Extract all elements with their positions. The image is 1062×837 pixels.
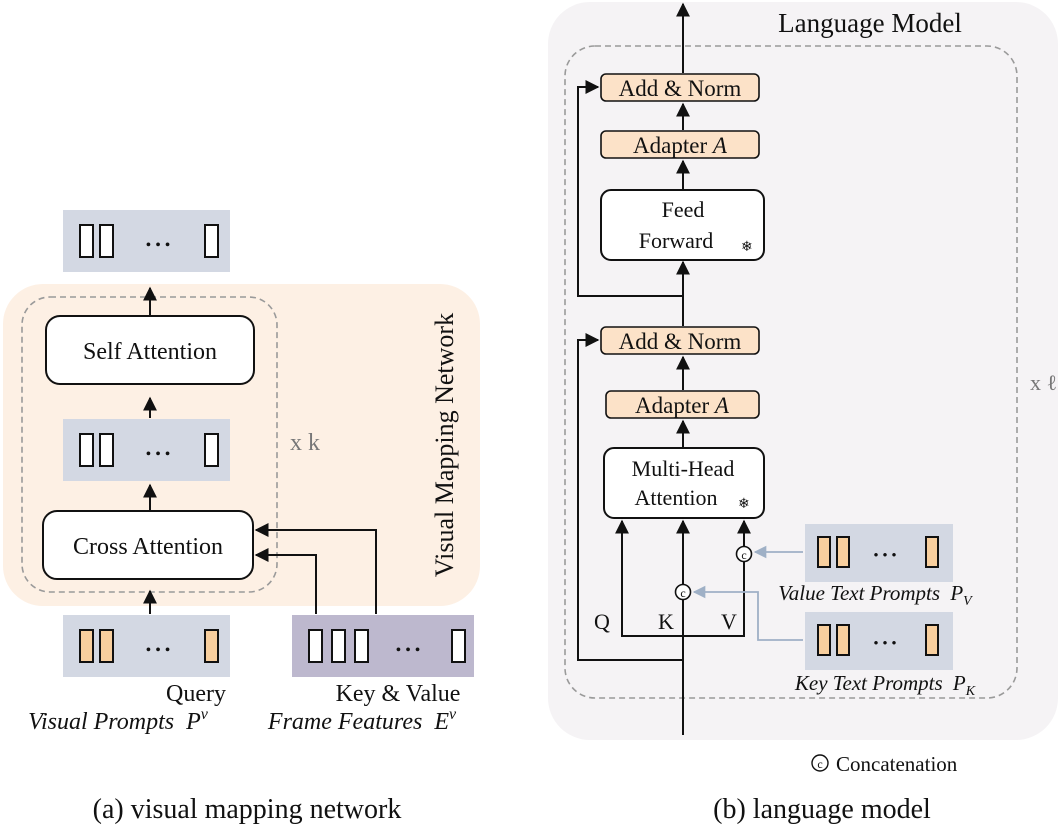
visual-mapping-network: Visual Mapping Network x k • • • Self At…	[3, 210, 480, 825]
self-attention-label: Self Attention	[83, 339, 217, 365]
multi-head-attention-box	[603, 447, 765, 519]
token	[204, 433, 219, 467]
query-label: Query	[166, 681, 226, 707]
concat-legend: c Concatenation	[811, 752, 958, 776]
caption-b: (b) language model	[713, 794, 931, 825]
mha-line1: Multi-Head	[632, 456, 735, 481]
value-prompts-label: Value Text Prompts PV	[778, 581, 973, 609]
feed-forward-box	[600, 189, 765, 261]
token	[836, 536, 850, 568]
token	[79, 224, 94, 258]
adapter-top	[600, 130, 760, 159]
vmn-title: Visual Mapping Network	[430, 313, 459, 577]
feed-forward-line1: Feed	[662, 197, 705, 222]
lm-background	[548, 2, 1058, 740]
token-ellipsis: • • •	[146, 642, 171, 659]
token	[308, 629, 323, 663]
visual-prompts-label: Visual Prompts Pv	[28, 706, 209, 735]
lm-repeat-label: x ℓ	[1030, 370, 1057, 395]
token	[99, 433, 114, 467]
adapter-top-label: Adapter A	[633, 133, 728, 158]
add-norm-top	[600, 73, 760, 102]
token	[79, 629, 94, 663]
mha-line2: Attention	[634, 485, 717, 510]
adapter-bottom-label: Adapter A	[635, 393, 730, 418]
value-prompt-strip: • • •	[805, 524, 953, 582]
legend-label: Concatenation	[836, 752, 958, 776]
token-ellipsis: • • •	[396, 642, 421, 659]
token	[204, 629, 219, 663]
token	[99, 629, 114, 663]
token	[354, 629, 369, 663]
frame-features-label: Frame Features Ev	[267, 706, 457, 735]
cross-attention-box	[42, 510, 254, 580]
vmn-repeat-label: x k	[290, 430, 320, 456]
token-ellipsis: • • •	[873, 548, 896, 564]
adapter-bottom	[605, 390, 760, 419]
svg-text:c: c	[680, 586, 685, 600]
add-norm-bottom-label: Add & Norm	[619, 329, 742, 354]
add-norm-bottom	[600, 326, 760, 355]
caption-a: (a) visual mapping network	[93, 794, 402, 825]
frame-feature-strip: • • •	[292, 615, 474, 677]
feed-forward-line2: Forward	[639, 228, 714, 253]
svg-text:c: c	[817, 757, 822, 771]
cross-attention-label: Cross Attention	[73, 534, 223, 560]
kv-label: Key & Value	[336, 681, 461, 707]
add-norm-top-label: Add & Norm	[619, 76, 742, 101]
frozen-icon: ❄	[738, 497, 750, 512]
token	[817, 624, 831, 656]
token	[925, 536, 939, 568]
token	[817, 536, 831, 568]
token	[79, 433, 94, 467]
token-ellipsis: • • •	[873, 636, 896, 652]
concat-k: c	[674, 583, 692, 601]
self-attention-box	[45, 315, 255, 385]
hidden-token-strip: • • •	[63, 419, 230, 481]
key-prompt-strip: • • •	[805, 612, 953, 670]
q-label: Q	[594, 609, 610, 634]
lm-title: Language Model	[778, 8, 962, 38]
token	[99, 224, 114, 258]
token-ellipsis: • • •	[146, 237, 171, 254]
token	[451, 629, 466, 663]
key-prompts-label: Key Text Prompts PK	[794, 671, 976, 699]
concat-v: c	[735, 545, 753, 563]
lm-repeat-region	[564, 45, 1018, 699]
language-model: Language Model x ℓ Add & Norm Adapter A …	[548, 2, 1058, 825]
k-label: K	[658, 609, 674, 634]
token-ellipsis: • • •	[146, 446, 171, 463]
token	[925, 624, 939, 656]
token	[204, 224, 219, 258]
output-token-strip: • • •	[63, 210, 230, 272]
visual-prompt-strip: • • •	[63, 615, 230, 677]
token	[836, 624, 850, 656]
svg-text:c: c	[741, 548, 746, 562]
frozen-icon: ❄	[741, 240, 753, 255]
v-label: V	[721, 609, 737, 634]
vmn-arrows	[143, 286, 377, 614]
token	[331, 629, 346, 663]
